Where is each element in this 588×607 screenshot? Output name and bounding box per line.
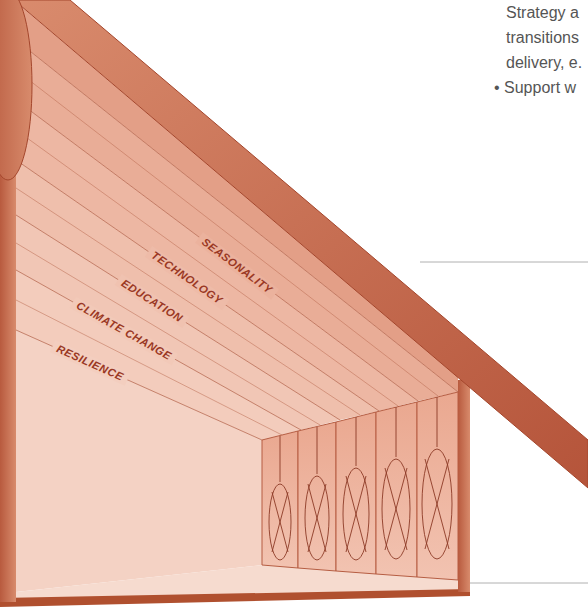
left-post [0, 150, 16, 602]
side-note-text: • Support w [494, 78, 576, 98]
panel-motifs [269, 397, 452, 560]
rule-line [420, 262, 588, 263]
right-post [458, 380, 470, 592]
barge-board [14, 0, 588, 488]
koruru-figure [0, 0, 32, 180]
floor-edge [0, 589, 470, 607]
rule-line [470, 583, 588, 584]
rafter-lines [16, 40, 458, 440]
side-note-text: delivery, e. [506, 53, 582, 73]
side-note-text: transitions [506, 28, 579, 48]
side-note-text: Strategy a [506, 3, 579, 23]
side-wall [16, 330, 262, 592]
wall-panels [262, 392, 458, 580]
